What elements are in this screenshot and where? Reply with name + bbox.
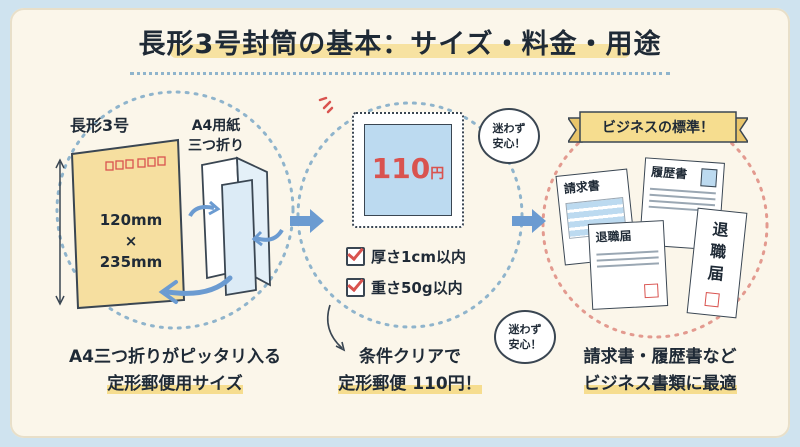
envelope-illustration <box>55 138 186 310</box>
stamp-price: 110円 <box>371 152 445 185</box>
title-divider <box>130 72 670 75</box>
arrow-right-2 <box>512 209 546 233</box>
dimension-times: × <box>124 232 138 250</box>
insert-arrow <box>158 275 233 304</box>
check-icon <box>346 278 365 297</box>
right-caption: 請求書・履歴書など ビジネス書類に最適 <box>583 347 737 394</box>
seal-icon <box>644 283 659 299</box>
banner-text: ビジネスの標準！ <box>602 120 714 136</box>
banner-ribbon <box>568 111 748 143</box>
envelope-label: 長形3号 <box>70 116 130 135</box>
condition-checklist: 厚さ1cm以内 重さ50g以内 <box>346 246 466 298</box>
page-title: 長形3号封筒の基本：サイズ・料金・用途 <box>138 29 662 60</box>
checklist-item-weight: 重さ50g以内 <box>346 277 466 298</box>
stamp-face <box>364 124 452 216</box>
arrow-right-1 <box>290 209 324 233</box>
curly-arrow <box>326 304 346 352</box>
dimension-width: 120mm <box>99 211 163 229</box>
resignation-document: 退職届 <box>587 220 669 310</box>
speech-bubble-top: 迷わず 安心！ <box>478 108 540 164</box>
paper-label: A4用紙 三つ折り <box>188 118 244 154</box>
folded-paper-illustration <box>188 156 284 297</box>
title-highlight <box>170 44 630 58</box>
checklist-item-thickness: 厚さ1cm以内 <box>346 246 466 267</box>
speech-bubble-bottom: 迷わず 安心！ <box>494 310 556 364</box>
check-icon <box>346 247 365 266</box>
dimension-height: 235mm <box>99 253 163 271</box>
envelope-dimensions: 120mm × 235mm <box>86 210 176 273</box>
sparkle-icon <box>318 96 334 114</box>
photo-icon <box>700 168 718 188</box>
left-caption: A4三つ折りがピッタリ入る 定形郵便用サイズ <box>69 347 281 394</box>
seal-icon <box>704 291 720 308</box>
middle-caption: 条件クリアで 定形郵便 110円！ <box>338 347 482 394</box>
stamp: 110円 <box>352 112 464 228</box>
